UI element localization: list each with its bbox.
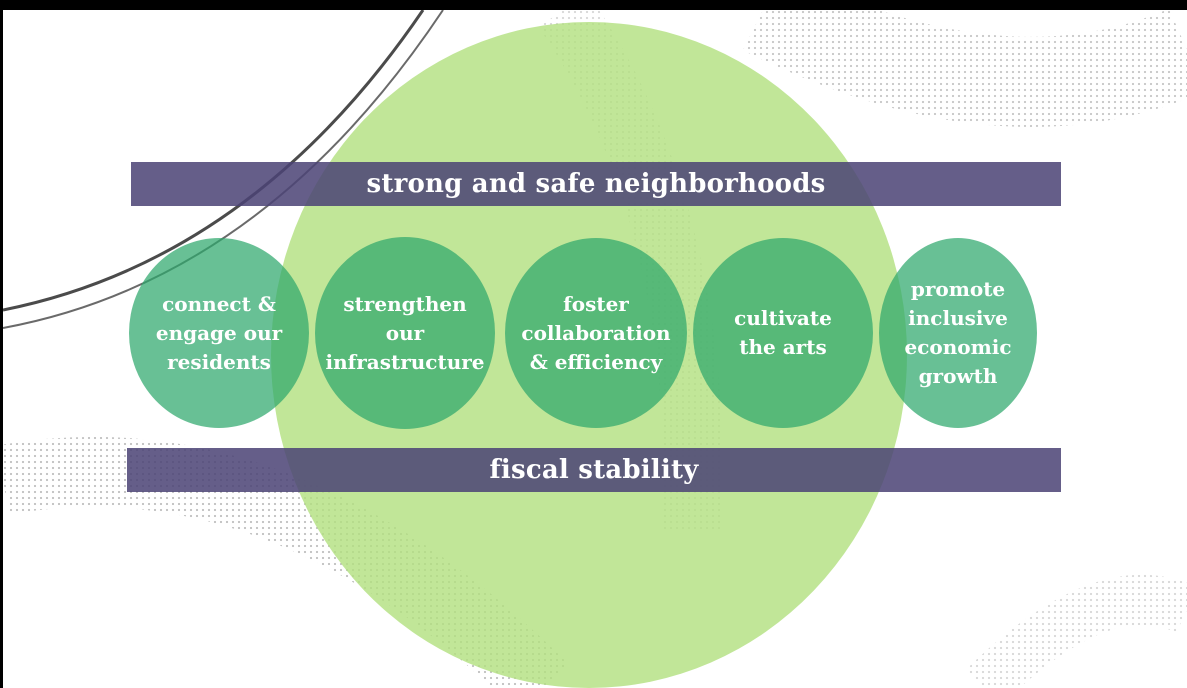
bubble-cultivate-arts: cultivate the arts (693, 238, 873, 428)
bubble-line: growth (918, 364, 998, 388)
bubble-foster-collaboration: foster collaboration & efficiency (505, 238, 687, 428)
bubble-line: strengthen (343, 291, 467, 316)
bubble-connect-engage: connect & engage our residents (129, 238, 309, 428)
bubble-line: promote (910, 277, 1006, 301)
bubble-line: cultivate (734, 306, 832, 330)
bubble-line: infrastructure (325, 349, 485, 374)
slide-canvas: strong and safe neighborhoods connect & … (3, 10, 1187, 688)
bubble-line: & efficiency (529, 349, 663, 374)
bubble-line: residents (167, 349, 271, 374)
bubble-line: inclusive (908, 306, 1008, 330)
bubble-line: economic (904, 335, 1012, 359)
bubble-line: collaboration (521, 320, 671, 345)
strong-safe-neighborhoods-band: strong and safe neighborhoods (131, 162, 1061, 206)
band-label: fiscal stability (489, 455, 699, 485)
bubble-line: engage our (155, 320, 283, 345)
bubble-line: the arts (739, 335, 827, 359)
bubble-line: foster (563, 291, 629, 316)
band-label: strong and safe neighborhoods (366, 169, 826, 199)
bubble-line: our (385, 320, 425, 345)
bubble-promote-growth: promote inclusive economic growth (879, 238, 1037, 428)
bubble-strengthen-infrastructure: strengthen our infrastructure (315, 237, 495, 429)
fiscal-stability-band: fiscal stability (127, 448, 1061, 492)
bubble-line: connect & (162, 291, 276, 316)
